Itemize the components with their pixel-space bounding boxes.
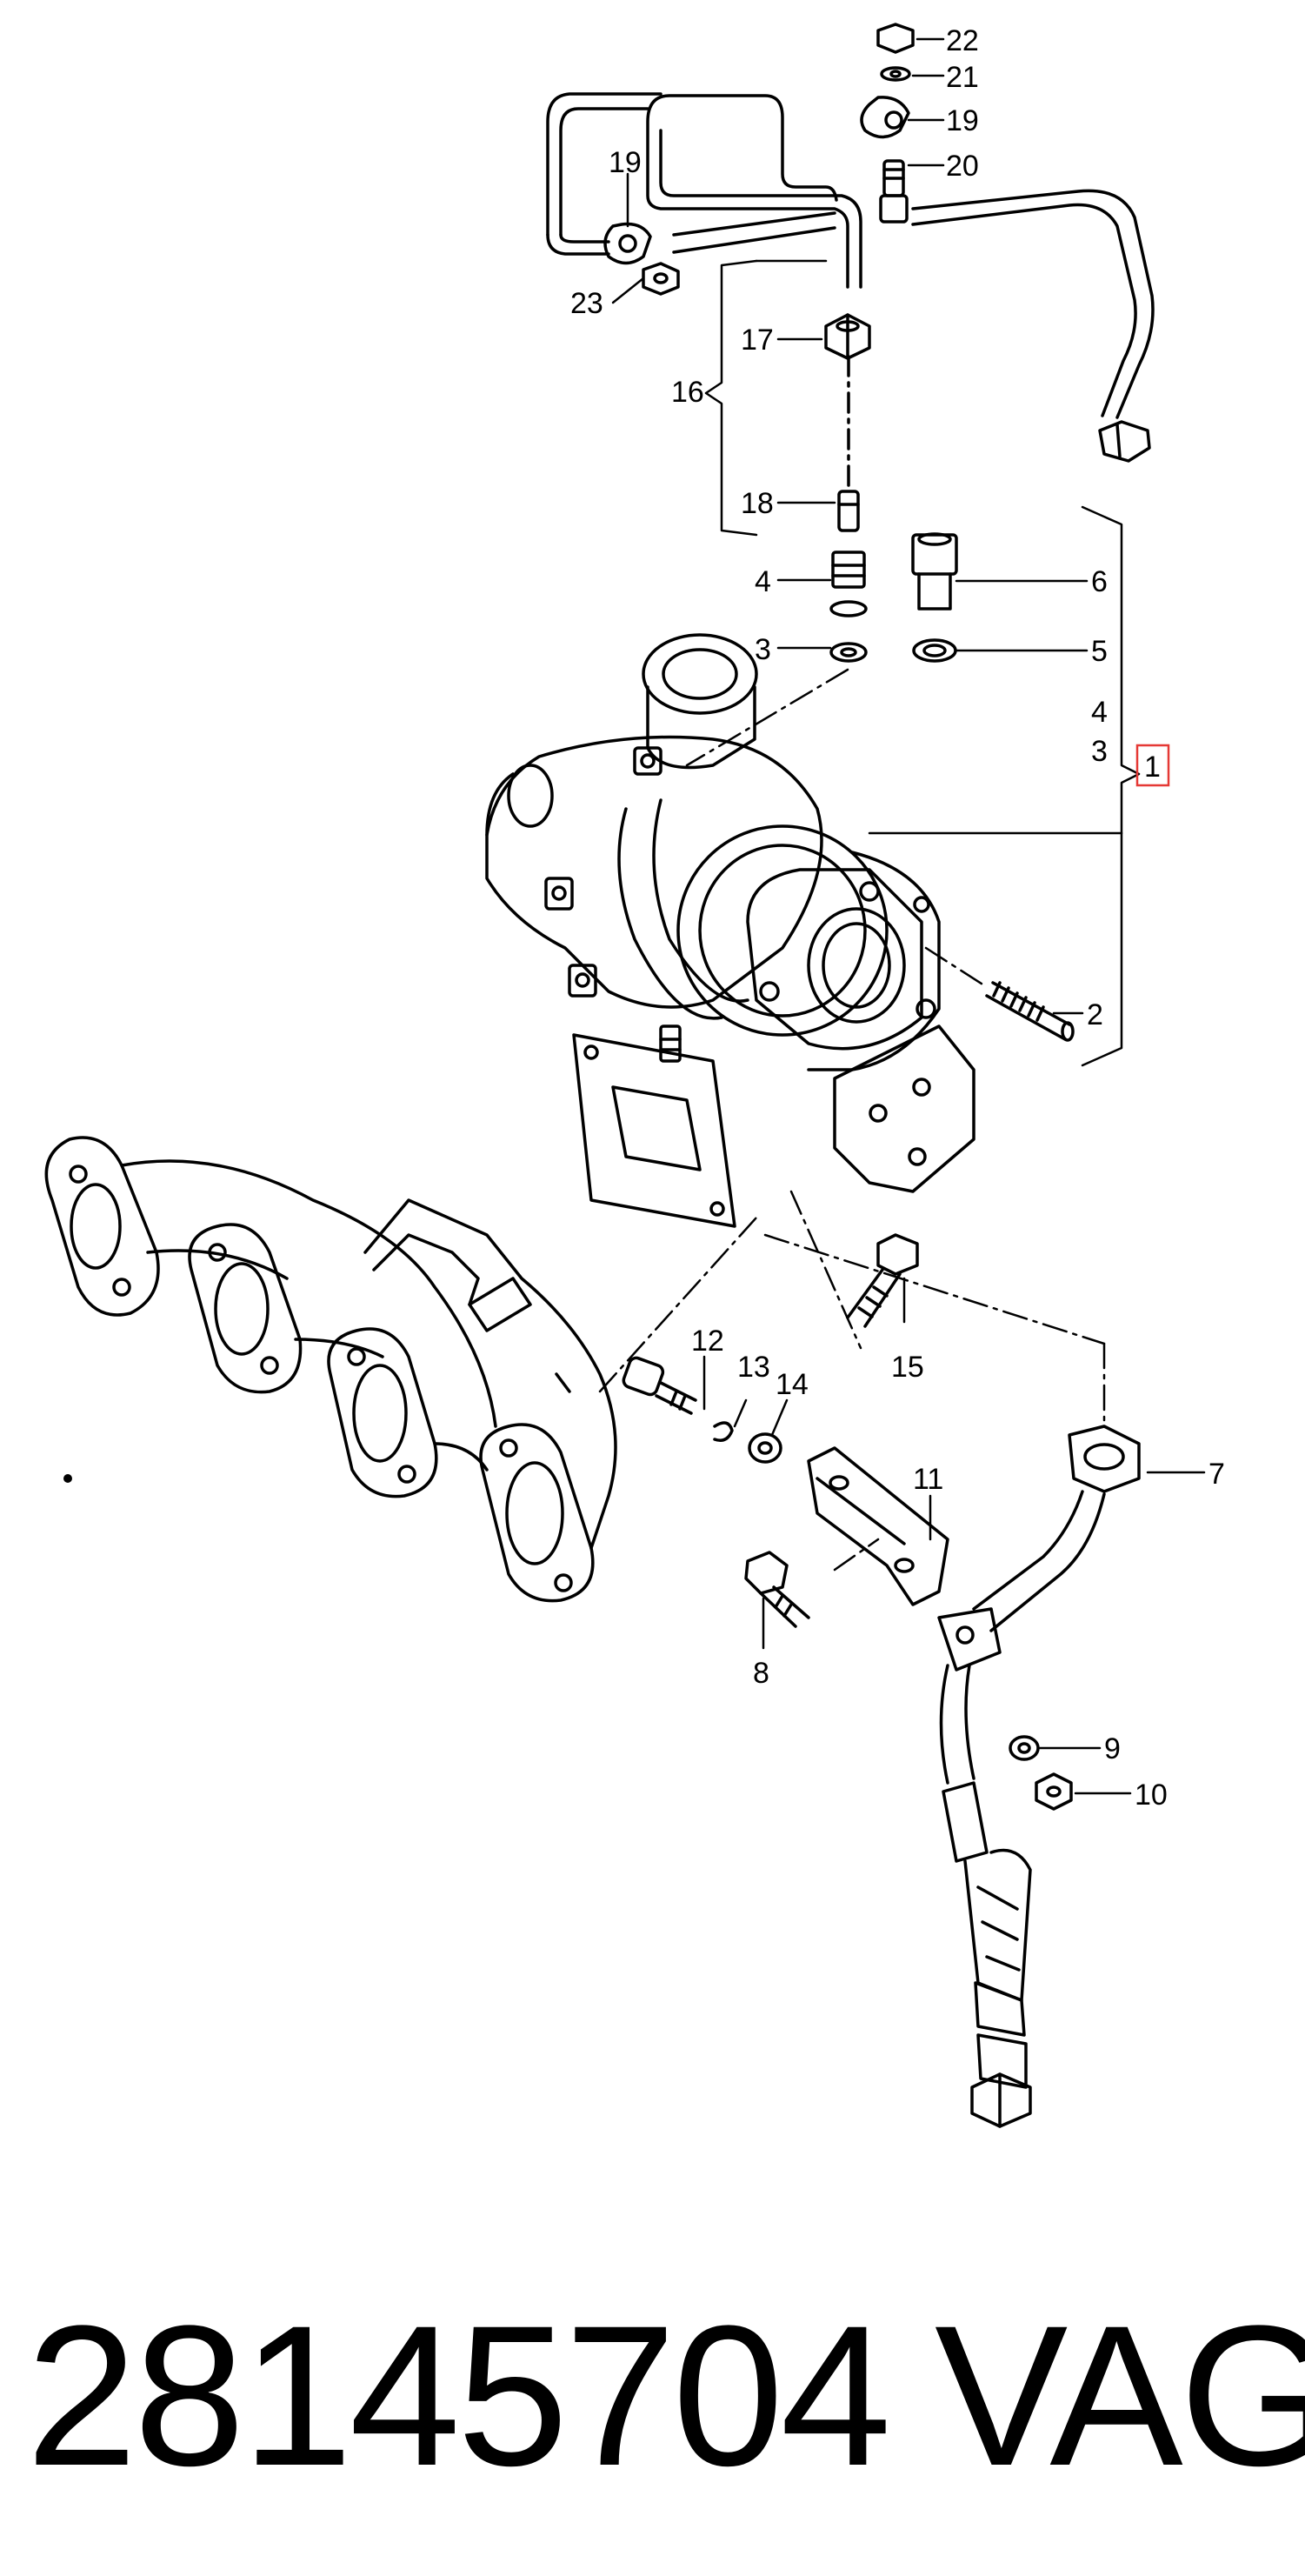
callout-14: 14	[776, 1368, 809, 1401]
exhaust-manifold	[44, 1136, 617, 1603]
leader-lines	[611, 37, 1206, 1795]
check-valve	[911, 532, 958, 663]
callout-3-left: 3	[755, 633, 771, 666]
banjo-assembly	[860, 23, 915, 224]
oil-feed-pipe	[546, 92, 1155, 419]
banjo-left	[603, 222, 680, 296]
callout-13: 13	[737, 1351, 770, 1384]
stray-dot	[63, 1474, 72, 1483]
bolt-15	[846, 1233, 919, 1328]
callout-12: 12	[691, 1325, 724, 1358]
part-number: 28145704	[26, 2284, 891, 2507]
union-stack	[824, 313, 871, 663]
callout-15: 15	[891, 1351, 924, 1384]
callout-2: 2	[1087, 998, 1103, 1031]
callout-8: 8	[753, 1657, 769, 1690]
bolt-12	[622, 1356, 697, 1415]
callout-4-right: 4	[1091, 696, 1108, 729]
callout-4-left: 4	[755, 565, 771, 598]
callout-10: 10	[1135, 1779, 1168, 1812]
turbocharger-body	[485, 633, 975, 1228]
bracket	[807, 1446, 949, 1606]
nut-10	[1035, 1772, 1073, 1811]
oil-return-pipe	[937, 1425, 1141, 2128]
stud	[985, 981, 1075, 1042]
callout-5: 5	[1091, 635, 1108, 668]
callout-6: 6	[1091, 565, 1108, 598]
washer-9	[1009, 1735, 1040, 1761]
callout-labels: 22 21 19 20 19 23 17 16 18 4 3 6 5 4 3 1…	[570, 24, 1225, 1812]
callout-18: 18	[741, 487, 774, 520]
bolt-8	[744, 1551, 810, 1628]
callout-3-right: 3	[1091, 735, 1108, 768]
callout-1-highlight	[1135, 744, 1170, 787]
brand-name: VAG	[935, 2284, 1305, 2507]
callout-17: 17	[741, 324, 774, 357]
callout-21: 21	[946, 61, 979, 94]
callout-22: 22	[946, 24, 979, 57]
callout-20: 20	[946, 150, 979, 183]
callout-16: 16	[671, 376, 704, 409]
pipe-end-nut	[1098, 420, 1151, 463]
callout-23: 23	[570, 287, 603, 320]
washer-13	[713, 1421, 734, 1442]
callout-7: 7	[1208, 1458, 1225, 1491]
callout-9: 9	[1104, 1732, 1121, 1765]
callout-19-left: 19	[609, 146, 642, 179]
washer-14	[748, 1432, 782, 1464]
callout-1: 1	[1144, 751, 1161, 784]
assembly-lines	[598, 668, 1106, 1572]
callout-11: 11	[913, 1463, 943, 1496]
callout-19-right: 19	[946, 104, 979, 137]
